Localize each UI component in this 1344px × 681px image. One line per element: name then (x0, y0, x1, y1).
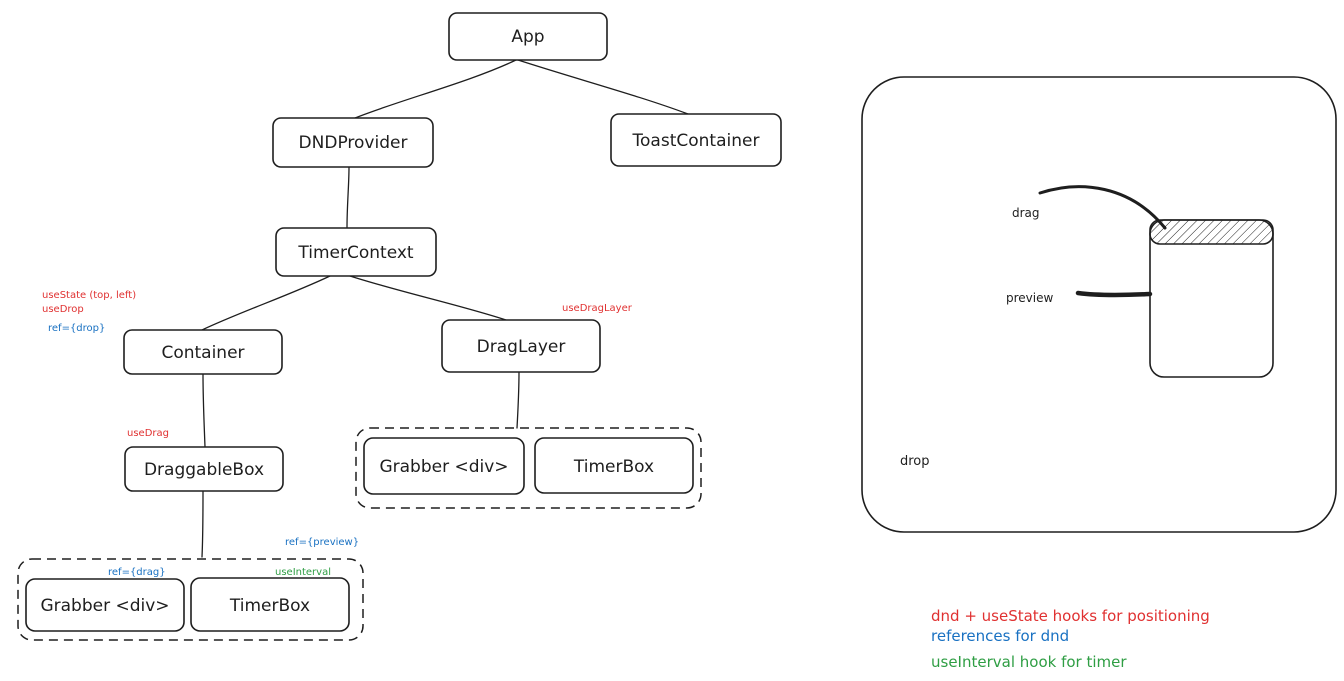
node-container: Container (123, 329, 283, 375)
legend: dnd + useState hooks for positioning ref… (931, 607, 1210, 671)
legend-blue-line: references for dnd (931, 627, 1069, 645)
node-app: App (448, 12, 608, 61)
node-timerbox-left-label: TimerBox (229, 596, 310, 616)
node-toastcontainer-label: ToastContainer (632, 131, 760, 151)
edge-timercontext-draglayer (349, 275, 507, 321)
node-grabber-right-label: Grabber <div> (379, 457, 508, 477)
timer-widget-grab-handle (1149, 219, 1274, 245)
annotation-usedrop: useDrop (42, 304, 84, 315)
drop-area (861, 76, 1337, 533)
edge-timercontext-container (201, 275, 331, 331)
annotation-usedrag: useDrag (127, 428, 169, 439)
node-grabber-left: Grabber <div> (25, 578, 185, 632)
node-dndprovider-label: DNDProvider (299, 133, 408, 153)
connectors (201, 59, 689, 558)
annotation-usedraglayer: useDragLayer (562, 303, 633, 314)
node-timercontext-label: TimerContext (297, 243, 414, 263)
annotation-ref-drag: ref={drag} (108, 567, 166, 578)
annotation-ref-drop: ref={drop} (48, 323, 105, 334)
edge-container-draggablebox (202, 373, 206, 448)
node-toastcontainer: ToastContainer (610, 113, 782, 167)
node-grabber-left-label: Grabber <div> (40, 596, 169, 616)
node-draglayer-label: DragLayer (477, 337, 566, 357)
edge-draglayer-group (516, 371, 520, 429)
timer-widget (1149, 219, 1274, 378)
preview-label: preview (1006, 291, 1053, 305)
edge-dndprovider-timercontext (346, 166, 350, 229)
node-grabber-right: Grabber <div> (363, 437, 525, 495)
draggablebox-children-group: Grabber <div> TimerBox (17, 558, 364, 641)
drop-label: drop (900, 454, 930, 469)
preview-pointer-line (1075, 290, 1153, 298)
node-draglayer: DragLayer (441, 319, 601, 373)
node-draggablebox: DraggableBox (124, 446, 284, 492)
node-dndprovider: DNDProvider (272, 117, 434, 168)
annotations: useState (top, left) useDrop ref={drop} … (42, 290, 633, 578)
drag-pointer-line (1038, 185, 1167, 230)
edge-app-toastcontainer (517, 59, 689, 115)
edge-draggablebox-group (201, 490, 204, 558)
node-draggablebox-label: DraggableBox (144, 460, 264, 480)
draglayer-children-group: Grabber <div> TimerBox (355, 427, 702, 509)
node-timerbox-right-label: TimerBox (573, 457, 654, 477)
node-timerbox-right: TimerBox (534, 437, 694, 494)
edge-app-dndprovider (354, 59, 517, 119)
legend-green-line: useInterval hook for timer (931, 653, 1127, 671)
node-timerbox-left: TimerBox (190, 577, 350, 632)
drag-label: drag (1012, 206, 1040, 220)
node-container-label: Container (161, 343, 244, 363)
annotation-useinterval: useInterval (275, 567, 331, 578)
node-timercontext: TimerContext (275, 227, 437, 277)
annotation-ref-preview: ref={preview} (285, 537, 359, 548)
drop-area-illustration: drag preview drop (861, 76, 1337, 533)
annotation-usestate: useState (top, left) (42, 290, 136, 301)
node-app-label: App (511, 27, 544, 47)
legend-red-line: dnd + useState hooks for positioning (931, 607, 1210, 625)
